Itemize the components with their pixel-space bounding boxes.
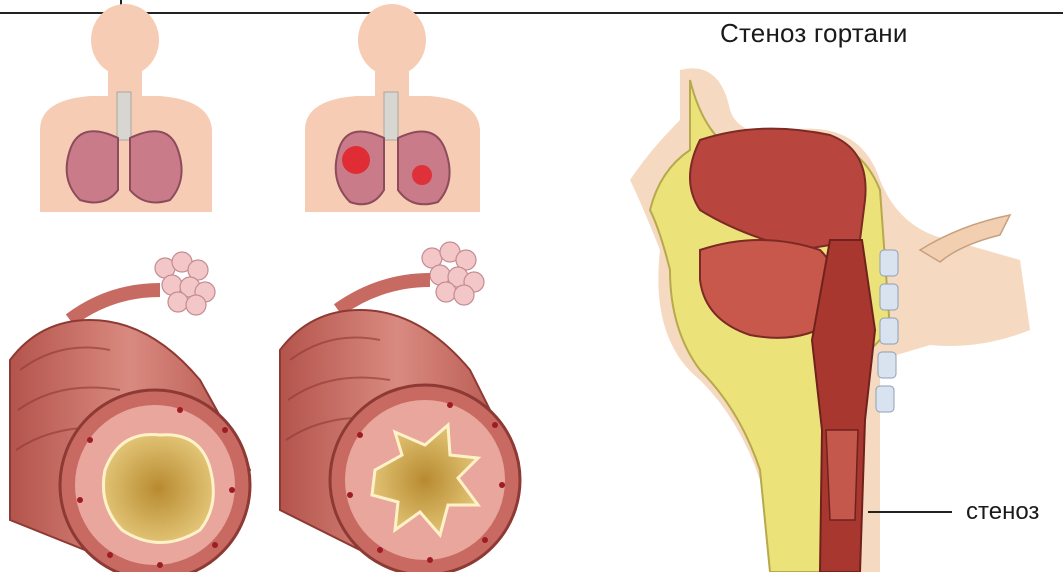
stenosis-label: стеноз bbox=[966, 498, 1039, 526]
diagram-title: Стеноз гортани bbox=[720, 18, 908, 49]
head-neck-cross-section-icon bbox=[630, 68, 1030, 572]
healthy-lungs-icon bbox=[40, 4, 212, 212]
constricted-bronchus-icon bbox=[280, 242, 520, 572]
normal-bronchus-icon bbox=[10, 252, 250, 572]
inflamed-lungs-icon bbox=[305, 4, 480, 212]
